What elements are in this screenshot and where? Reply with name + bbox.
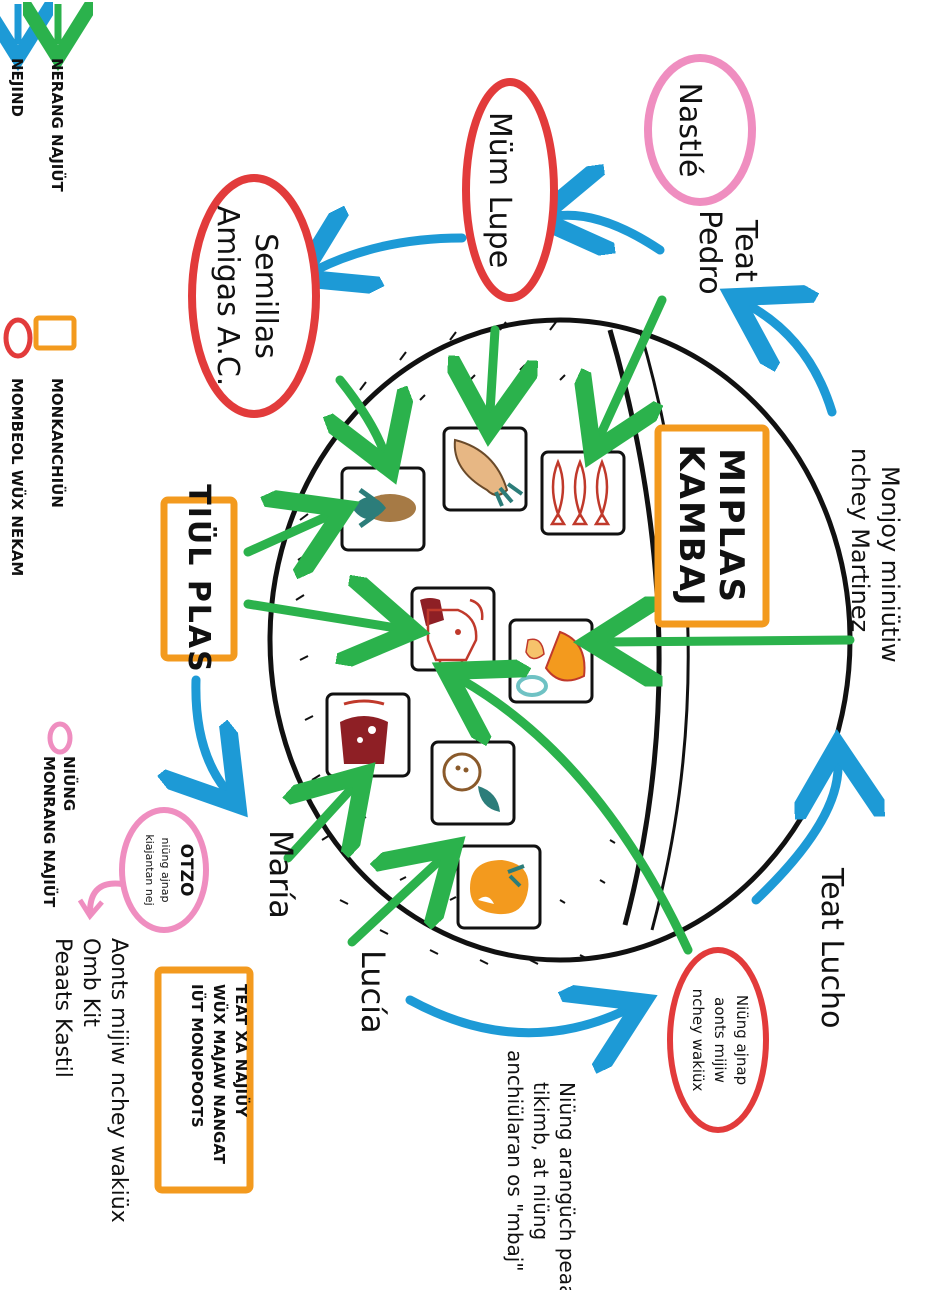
niung-arang-line-2: tikimb, at niüng: [529, 1082, 553, 1240]
orange-fruit-icon: [456, 844, 542, 930]
semillas-label-1: Semillas: [248, 233, 283, 359]
legend-orange-label: MONKANCHIÜN: [48, 378, 67, 508]
arrow-lucho-to-monjoy: [751, 764, 838, 905]
aonts-line-2: Omb Kit: [78, 938, 103, 1027]
legend-red-oval: [3, 317, 33, 359]
teat-xa-line-1: TEAT XA NAJIÜY: [232, 984, 251, 1118]
arrow-monjoy-to-fruit: [608, 640, 855, 642]
lucia-label: Lucía: [354, 950, 392, 1034]
monjoy-label-1: Monjoy miniütiw: [876, 466, 904, 663]
node-semillas: Semillas Amigas A.C.: [188, 174, 320, 418]
node-tiul-plas: TIÜL PLAS: [160, 484, 238, 674]
arrow-maria-to-jar: [288, 788, 352, 863]
legend-pink-label-2: MONRANG NAJIÜT: [40, 756, 59, 908]
node-teat-xa: TEAT XA NAJIÜY WÜX MAJAW NANGAT IÜT MONO…: [154, 966, 254, 1194]
blue-arrows: [196, 215, 838, 1033]
arrow-pedro-to-fish: [600, 295, 667, 436]
miplas-label-1: MIPLAS: [711, 448, 751, 604]
monjoy-label-2: nchey Martinez: [846, 448, 874, 632]
arrow-mumlupe-to-semillas: [316, 238, 467, 270]
coconut-icon: [430, 740, 516, 826]
node-miplas-kambaj: MIPLAS KAMBAJ: [654, 424, 770, 628]
aonts-list: Aonts mijiw nchey wakiüx Omb Kit Peaats …: [50, 938, 131, 1223]
aonts-line-1: Aonts mijiw nchey wakiüx: [106, 938, 131, 1223]
niung-arang-note: Niüng arangüch peaats tikimb, at niüng a…: [503, 1050, 579, 1290]
maria-label: María: [262, 830, 300, 919]
arrow-lucia-to-niung: [405, 1000, 626, 1033]
node-teat-lucho: Teat Lucho: [814, 867, 849, 1028]
green-arrows: [243, 295, 855, 955]
otzo-pointer: [87, 880, 123, 913]
teat-lucho-label: Teat Lucho: [814, 867, 849, 1028]
tiul-plas-label: TIÜL PLAS: [181, 484, 218, 673]
node-lucia: Lucía: [354, 950, 392, 1034]
legend-red-label: MOMBEOL WÜX NEKAM: [8, 378, 27, 576]
arrow-niung-to-cattle: [462, 680, 693, 955]
legend-pink-oval: [47, 721, 73, 755]
node-maria: María: [262, 830, 300, 919]
teat-xa-line-3: IÜT MONOPOOTS: [188, 984, 207, 1128]
niung-arang-line-3: anchiülaran os "mbaj": [503, 1050, 527, 1272]
otzo-line-2: kiajantan nej: [143, 834, 156, 905]
arrow-lucia-to-orange: [347, 860, 440, 947]
corn-icon: [340, 466, 426, 552]
node-nastle: Nastlé: [644, 54, 756, 206]
nastle-label: Nastlé: [672, 82, 707, 177]
legend-pink-label-1: NIÜNG: [60, 756, 79, 811]
fish-icon: [540, 450, 626, 536]
aonts-line-3: Peaats Kastil: [50, 938, 75, 1078]
mum-lupe-label: Müm Lupe: [482, 112, 517, 268]
teat-xa-line-2: WÜX MAJAW NANGAT: [210, 984, 229, 1165]
sweet-potato-icon: [442, 426, 528, 512]
niung-red-line-1: Niüng ajnap: [733, 995, 751, 1085]
niung-red-line-2: aonts mijiw: [711, 997, 729, 1083]
miplas-label-2: KAMBAJ: [671, 444, 711, 607]
cattle-icon: [410, 586, 496, 672]
node-monjoy: Monjoy miniütiw nchey Martinez: [846, 448, 904, 663]
arrow-monjoy-to-pedro: [750, 306, 837, 417]
legend: NERANG NAJIÜT NEJIND MONKANCHIÜN MOMBEOL…: [6, 4, 79, 908]
node-otzo: OTZO niüng ajnap kiajantan nej: [77, 807, 209, 933]
arrow-mumlupe-to-potato: [490, 325, 495, 412]
legend-orange-box: [33, 315, 77, 351]
teat-pedro-label-1: Teat: [728, 219, 763, 282]
niung-red-line-3: nchey wakiüx: [689, 989, 707, 1092]
arrow-semillas-to-corn: [340, 375, 384, 452]
semillas-label-2: Amigas A.C.: [210, 206, 245, 387]
fruit-basket-icon: [508, 618, 594, 704]
arrow-tiulplas-to-corn: [243, 516, 328, 552]
drink-jar-icon: [325, 692, 411, 778]
arrow-pedro-to-mumlupe: [556, 215, 665, 250]
otzo-title: OTZO: [176, 844, 196, 897]
arrow-tiulplas-to-maria: [196, 675, 226, 790]
teat-pedro-label-2: Pedro: [692, 210, 727, 295]
otzo-line-1: niüng ajnap: [159, 838, 172, 903]
niung-arang-line-1: Niüng arangüch peaats: [555, 1082, 579, 1290]
arrow-tiulplas-to-cattle: [243, 604, 396, 628]
node-mum-lupe: Müm Lupe: [462, 78, 558, 302]
legend-blue-label: NEJIND: [8, 58, 26, 117]
node-niung-red: Niüng ajnap aonts mijiw nchey wakiüx: [667, 947, 769, 1133]
legend-green-label: NERANG NAJIÜT: [48, 58, 67, 193]
node-teat-pedro: Teat Pedro: [692, 210, 763, 295]
